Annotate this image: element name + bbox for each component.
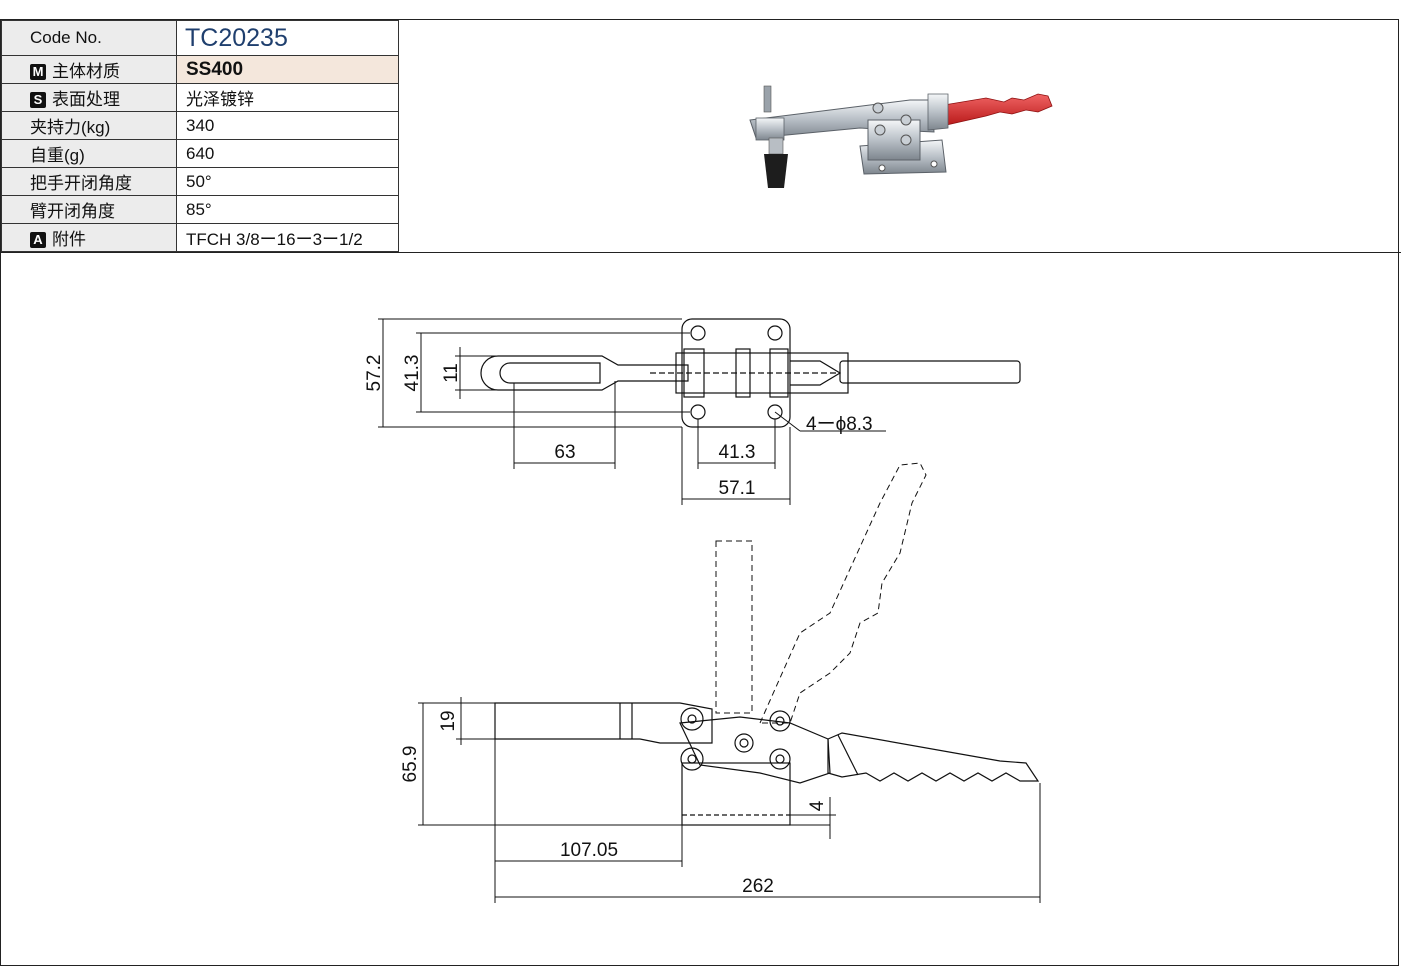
spec-key-accessory: A 附件	[1, 223, 177, 252]
dim-65-9: 65.9	[400, 746, 421, 783]
spec-row-accessory: A 附件 TFCH 3/8ー16ー3ー1/2	[1, 223, 399, 252]
spec-value-handle-angle: 50°	[176, 167, 399, 196]
side-view-dimension-lines	[418, 697, 1041, 903]
spec-key-surface: S 表面处理	[1, 83, 177, 112]
dim-107-05: 107.05	[560, 840, 618, 861]
side-view-open-position	[715, 462, 927, 724]
spec-value-weight: 640	[176, 139, 399, 168]
accessory-badge: A	[30, 232, 46, 248]
material-badge: M	[30, 64, 46, 80]
top-view	[480, 318, 1021, 428]
spec-value-arm-angle: 85°	[176, 195, 399, 224]
dim-19: 19	[438, 710, 459, 731]
product-photo	[749, 85, 1053, 188]
spec-row-arm-angle: 臂开闭角度 85°	[1, 195, 399, 224]
dim-262: 262	[742, 876, 774, 897]
spec-label-arm-angle: 臂开闭角度	[1, 195, 177, 224]
spec-row-weight: 自重(g) 640	[1, 139, 399, 168]
dim-41-3-horizontal: 41.3	[719, 442, 756, 463]
technical-drawing: 57.2 41.3 11 63 41.3 57.1 4ーϕ8.3 19 65.9…	[364, 318, 1041, 903]
spec-row-surface: S 表面处理 光泽镀锌	[1, 83, 399, 112]
dim-63: 63	[554, 442, 575, 463]
spec-label-accessory: 附件	[52, 230, 86, 249]
sheet-frame	[0, 19, 1399, 966]
spec-label-force: 夹持力(kg)	[1, 111, 177, 140]
hole-note: 4ーϕ8.3	[806, 414, 873, 435]
spec-row-material: M 主体材质 SS400	[1, 55, 399, 84]
dim-57-2: 57.2	[364, 355, 385, 392]
spec-label-material: 主体材质	[52, 62, 120, 81]
spec-row-handle-angle: 把手开闭角度 50°	[1, 167, 399, 196]
spec-value-code: TC20235	[176, 20, 399, 56]
spec-label-surface: 表面处理	[52, 90, 120, 109]
dim-41-3-vertical: 41.3	[402, 355, 423, 392]
dim-11: 11	[441, 363, 462, 383]
section-divider	[0, 252, 1401, 253]
spec-value-material: SS400	[176, 55, 399, 84]
top-view-dimension-lines	[378, 318, 886, 505]
spec-row-code: Code No. TC20235	[1, 20, 399, 56]
spec-value-surface: 光泽镀锌	[176, 83, 399, 112]
side-view	[494, 702, 1040, 826]
spec-value-force: 340	[176, 111, 399, 140]
surface-badge: S	[30, 92, 46, 108]
spec-row-force: 夹持力(kg) 340	[1, 111, 399, 140]
spec-value-accessory: TFCH 3/8ー16ー3ー1/2	[176, 223, 399, 252]
spec-label-code: Code No.	[1, 20, 177, 56]
dim-4: 4	[807, 800, 828, 811]
spec-label-handle-angle: 把手开闭角度	[1, 167, 177, 196]
spec-key-material: M 主体材质	[1, 55, 177, 84]
spec-label-weight: 自重(g)	[1, 139, 177, 168]
dim-57-1: 57.1	[719, 478, 756, 499]
